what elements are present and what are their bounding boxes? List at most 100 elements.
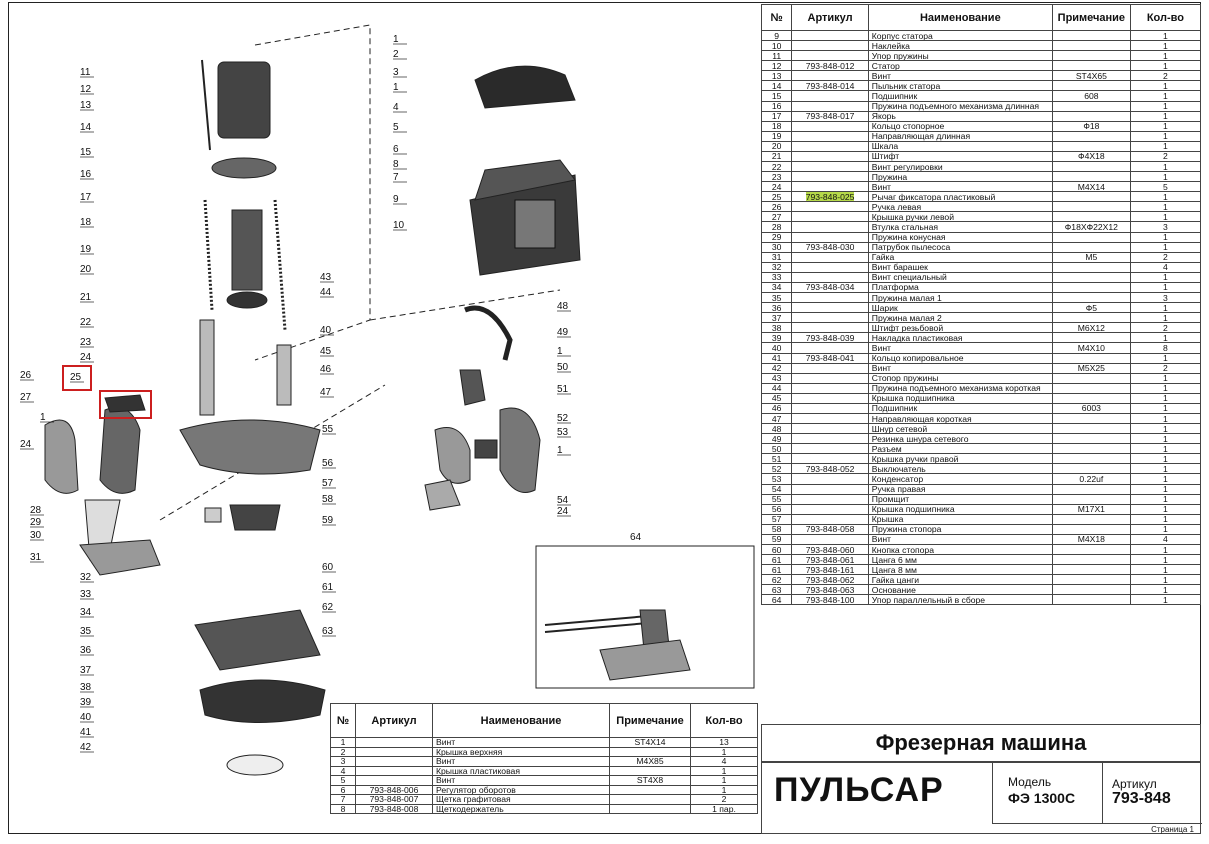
cell-no: 18 — [760, 120, 793, 132]
cell-name-text: Щеткодержатель — [436, 804, 504, 814]
cell-note: 6003 — [1051, 402, 1131, 414]
cell-no: 5 — [330, 775, 356, 786]
cell-name-text: Цанга 8 мм — [871, 564, 917, 575]
cell-note — [1051, 332, 1131, 344]
callout-number: 51 — [557, 384, 569, 395]
cell-no: 60 — [760, 543, 793, 556]
cell-name-text: Кольцо стопорное — [871, 121, 945, 132]
callout-number: 55 — [322, 424, 334, 435]
cell-qty-text: 2 — [1163, 322, 1168, 333]
cell-no-text: 55 — [771, 494, 782, 505]
callout-number: 58 — [322, 494, 334, 505]
cell-qty: 1 — [1129, 271, 1202, 283]
cell-name-text: Втулка стальная — [871, 222, 939, 233]
cell-note-text: 0.22uf — [1079, 473, 1104, 484]
cell-qty-text: 13 — [719, 737, 729, 747]
cell-note — [1051, 443, 1131, 455]
cell-article-text: 793-848-025 — [805, 191, 855, 202]
cell-no: 56 — [760, 503, 793, 515]
cell-qty: 1 — [1129, 473, 1202, 485]
cell-name-text: Пружина подъемного механизма короткая — [871, 383, 1041, 394]
cell-no-text: 61 — [771, 564, 782, 575]
cell-no: 24 — [760, 181, 793, 193]
cell-article: 793-848-100 — [791, 594, 869, 606]
cell-article — [791, 70, 869, 82]
cell-no: 63 — [760, 584, 793, 596]
cell-name: Конденсатор — [867, 473, 1053, 485]
cell-no-text: 17 — [771, 111, 782, 122]
model-value: ФЭ 1300С — [1008, 790, 1076, 806]
cell-no-text: 20 — [771, 141, 782, 152]
cell-article — [791, 251, 869, 263]
cell-no: 52 — [760, 463, 793, 475]
callout-number: 21 — [80, 292, 92, 303]
cell-name-text: Винт — [871, 534, 891, 545]
cell-article — [791, 372, 869, 384]
callout-number: 23 — [80, 337, 92, 348]
cell-name: Пружина стопора — [867, 523, 1053, 535]
cell-qty: 2 — [690, 794, 758, 805]
cell-qty-text: 1 — [1163, 111, 1168, 122]
cell-article — [791, 533, 869, 545]
cell-name-text: Шкала — [871, 141, 899, 152]
cell-no-text: 28 — [771, 222, 782, 233]
cell-note: Ф4X18 — [1051, 150, 1131, 163]
cell-qty-text: 4 — [721, 756, 727, 766]
cell-no-text: 35 — [771, 292, 782, 303]
cell-article-text: 793-848-014 — [805, 80, 855, 91]
cell-qty: 2 — [1129, 322, 1202, 334]
cell-name: Ручка правая — [867, 483, 1053, 495]
cell-name-text: Штифт — [871, 151, 900, 162]
cell-no-text: 25 — [771, 191, 782, 202]
cell-qty: 1 — [1129, 40, 1202, 52]
left-handle — [44, 394, 146, 494]
inset-box — [535, 545, 755, 689]
callout-number: 37 — [80, 665, 92, 676]
cell-name: Патрубок пылесоса — [867, 241, 1053, 253]
cell-article — [355, 756, 433, 767]
cell-qty-text: 1 — [1163, 272, 1168, 283]
cell-qty-text: 4 — [1163, 262, 1168, 273]
cell-no: 41 — [760, 352, 793, 364]
callout-number: 49 — [557, 327, 569, 338]
cell-name: Винт — [867, 181, 1053, 193]
callout-number: 60 — [322, 562, 334, 573]
cell-qty-text: 1 — [1163, 514, 1168, 525]
router-base — [194, 609, 326, 776]
cell-note — [1051, 140, 1131, 152]
cell-name-text: Конденсатор — [871, 473, 924, 484]
cell-no-text: 6 — [340, 785, 346, 795]
callout-number: 54 — [557, 495, 569, 506]
cell-article-text: 793-848-161 — [805, 564, 855, 575]
cell-note — [609, 794, 691, 805]
cell-no: 14 — [760, 80, 793, 92]
cell-name: Платформа — [867, 281, 1053, 294]
cell-name: Выключатель — [867, 463, 1053, 475]
callout-number: 40 — [80, 712, 92, 723]
cell-name-text: Щетка графитовая — [436, 794, 511, 804]
cell-note: M5X25 — [1051, 362, 1131, 374]
cell-name: Регулятор оборотов — [432, 784, 610, 795]
cell-no-text: 60 — [771, 544, 782, 555]
cell-qty: 1 — [1129, 302, 1202, 314]
cell-name: Разъем — [867, 443, 1053, 455]
cell-qty: 1 — [1129, 554, 1202, 566]
cell-note — [609, 803, 691, 814]
cell-no: 32 — [760, 261, 793, 273]
callout-number: 38 — [80, 682, 92, 693]
cell-name: Крышка — [867, 513, 1053, 525]
cell-no: 16 — [760, 100, 793, 112]
cell-name-text: Винт — [436, 775, 456, 785]
cell-qty-text: 2 — [1163, 151, 1168, 162]
